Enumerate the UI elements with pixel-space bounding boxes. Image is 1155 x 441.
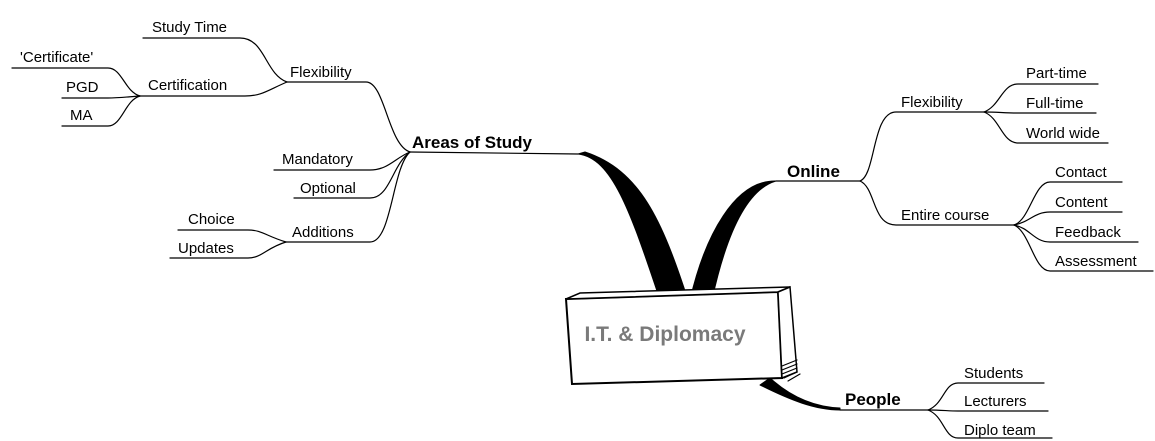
connector-full-time [983,111,1097,114]
topic-study-time[interactable]: Study Time [152,19,227,36]
topic-areas-flexibility[interactable]: Flexibility [290,64,352,81]
topic-students[interactable]: Students [964,365,1023,382]
topic-feedback[interactable]: Feedback [1055,224,1121,241]
topic-updates[interactable]: Updates [178,240,234,257]
connector-study-time [142,37,288,83]
connector-online-flexibility [859,111,985,182]
topic-contact[interactable]: Contact [1055,164,1108,181]
topic-world-wide[interactable]: World wide [1026,125,1100,142]
topic-entire-course[interactable]: Entire course [901,207,989,224]
topic-optional[interactable]: Optional [300,180,356,197]
topic-online[interactable]: Online [787,162,840,181]
connector-online [689,180,777,301]
topic-full-time[interactable]: Full-time [1026,95,1084,112]
connector-updates [169,241,287,259]
central-topic-label: I.T. & Diplomacy [584,323,745,346]
topic-pgd[interactable]: PGD [66,79,99,96]
topic-online-flexibility[interactable]: Flexibility [901,94,963,111]
topic-ma[interactable]: MA [70,107,93,124]
connector-students [927,382,1045,411]
topic-content[interactable]: Content [1055,194,1108,211]
central-topic-box[interactable]: I.T. & Diplomacy [564,285,801,386]
connector-mandatory [273,151,411,171]
topic-certification[interactable]: Certification [148,77,227,94]
connector-diplo-team [927,409,1053,439]
connector-ma [61,95,141,127]
topic-additions[interactable]: Additions [292,224,354,241]
connector-feedback [1013,224,1139,243]
connector-choice [177,229,287,243]
topic-diplo-team[interactable]: Diplo team [964,422,1036,439]
topic-certificate[interactable]: 'Certificate' [20,49,93,66]
topic-areas-of-study[interactable]: Areas of Study [412,133,533,152]
connector-certificate [11,67,141,97]
connector-world-wide [983,111,1109,144]
underline-areas-of-study [409,151,579,155]
topic-assessment[interactable]: Assessment [1055,253,1138,270]
connector-optional [293,151,411,199]
connector-part-time [983,83,1099,113]
connector-assessment [1013,224,1154,272]
topic-choice[interactable]: Choice [188,211,235,228]
connector-areas-of-study [577,151,689,301]
connector-certification [139,81,288,97]
connector-areas-flexibility [286,81,411,153]
connector-content [1013,211,1123,226]
topic-people[interactable]: People [845,390,901,409]
connector-additions [285,151,411,243]
connector-entire-course [859,180,1015,226]
topic-part-time[interactable]: Part-time [1026,65,1087,82]
topic-mandatory[interactable]: Mandatory [282,151,353,168]
box-corner-shading [781,359,801,382]
connector-contact [1013,181,1123,226]
connector-lecturers [927,409,1049,412]
connector-people [759,377,841,411]
topic-lecturers[interactable]: Lecturers [964,393,1027,410]
connector-pgd [61,95,141,99]
